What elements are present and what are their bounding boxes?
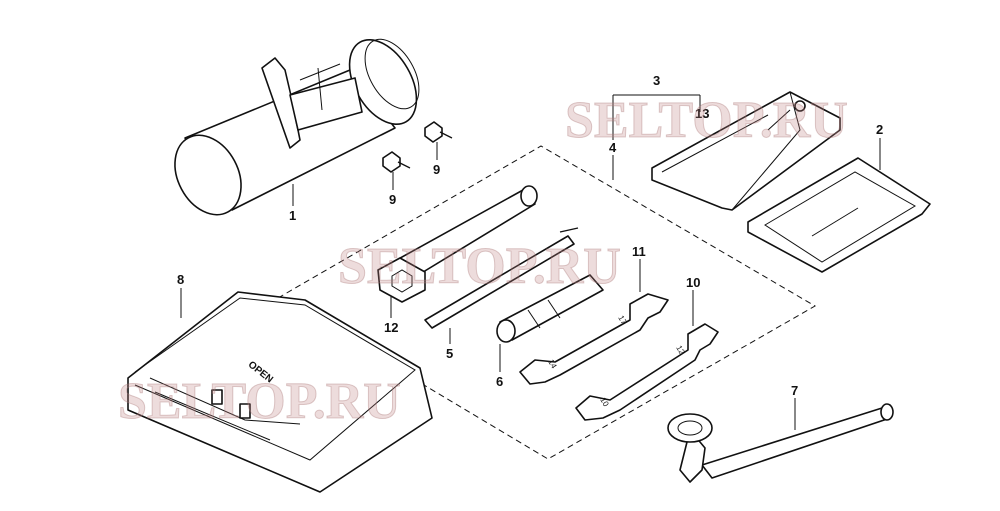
toolkit-boundary: [277, 145, 816, 460]
callout-5: 5: [446, 346, 453, 361]
callout-12: 12: [384, 320, 398, 335]
watermark-middle: SELTOP.RU: [338, 238, 621, 295]
callout-9-left: 9: [389, 192, 396, 207]
part-bolt-right: [424, 121, 453, 143]
leader-lines: [180, 94, 881, 430]
part-socket-bar: [377, 185, 538, 303]
part-wrench-14-17: 14 17: [519, 293, 669, 385]
part-lug-wrench: [667, 403, 894, 483]
callout-11: 11: [632, 244, 646, 259]
part-screwdriver-handle: [496, 274, 604, 343]
callout-7: 7: [791, 383, 798, 398]
part-tool-case: OPEN: [127, 291, 433, 493]
callout-3: 3: [653, 73, 660, 88]
part-tool-cylinder: [174, 38, 420, 216]
callout-1: 1: [289, 208, 296, 223]
callout-8: 8: [177, 272, 184, 287]
callout-10: 10: [686, 275, 700, 290]
callout-6: 6: [496, 374, 503, 389]
watermark-top: SELTOP.RU: [565, 92, 848, 149]
callout-9-right: 9: [433, 162, 440, 177]
part-plastic-bag: [747, 157, 931, 273]
part-tool-bag: [651, 91, 841, 211]
part-wrench-10-12: 10 12: [575, 323, 719, 421]
callout-2: 2: [876, 122, 883, 137]
callout-13: 13: [695, 106, 709, 121]
callout-4: 4: [609, 140, 617, 155]
part-bolt-left: [382, 151, 411, 173]
watermark-bottom: SELTOP.RU: [118, 373, 401, 430]
part-screwdriver-blade: [424, 227, 579, 329]
